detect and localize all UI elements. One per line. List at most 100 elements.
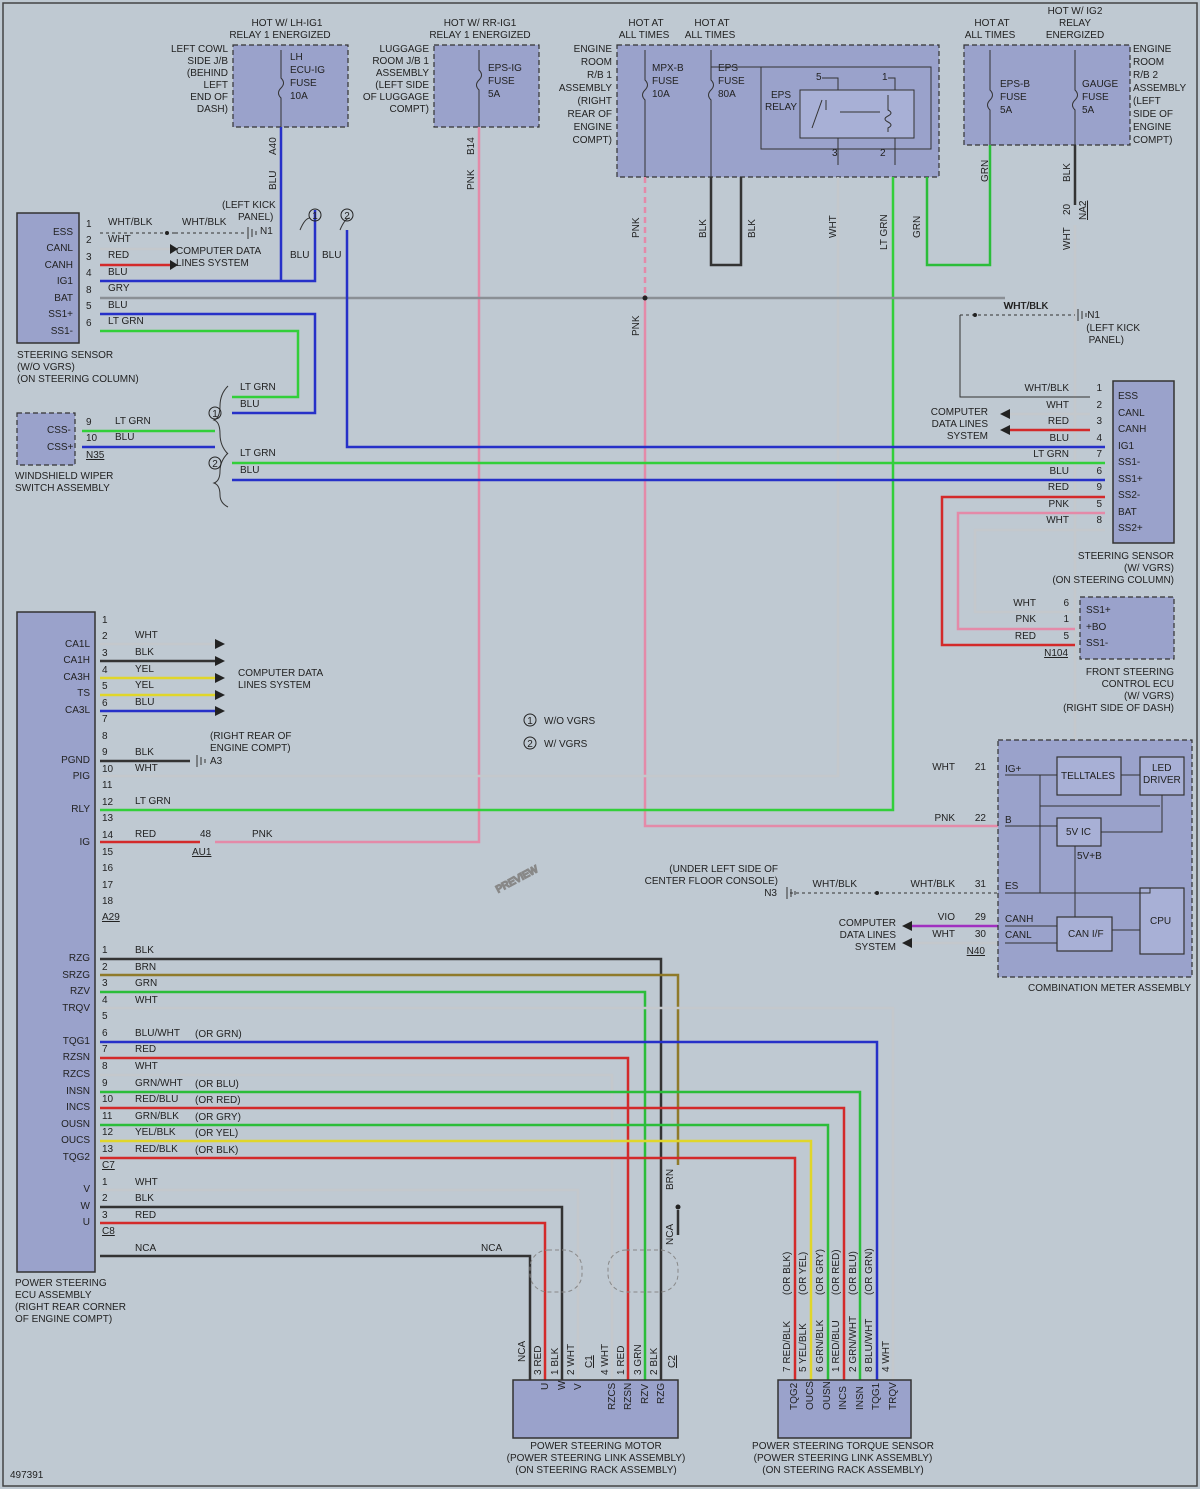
wire-color-label: BLU [240,465,259,476]
wire-trqv [100,1006,895,1380]
connector-label: N35 [86,450,105,461]
ps-ecu-c8: 1 2 3 C8 WHT BLK RED NCA NCA [102,1177,502,1254]
wire-eps-ltgrn [100,177,895,812]
pin-num: 3 [102,978,108,989]
lh-ig1-cond-label: RELAY 1 ENERGIZED [229,30,330,41]
wire-incs [100,1106,846,1380]
wire-alt-label: (OR GRN) [864,1248,875,1295]
torque-wire-labels: 7 RED/BLK 5 YEL/BLK 6 GRN/BLK 1 RED/BLU … [782,1248,892,1372]
jb-text: COMPT) [390,104,429,115]
pin-label: RZG [69,953,90,964]
fuse-label: 5A [1000,105,1013,116]
meter-pins: IG+ B ES CANH CANL TELLTALES LED DRIVER … [1005,763,1191,994]
wire-alt-label: (OR YEL) [798,1252,809,1295]
wire-color-label: WHT [1046,400,1069,411]
pin-num: 30 [975,929,987,940]
power-steering-motor-box [512,1379,679,1439]
ground-icon [1077,309,1087,321]
wire-color-label: WHT [828,215,839,238]
engine-rb2-label: ENGINE ROOM R/B 2 ASSEMBLY (LEFT SIDE OF… [1133,44,1186,146]
pin-num: 4 [86,268,92,279]
wire-color-label: 3 RED [533,1346,544,1375]
pin-num: 2 [102,1193,108,1204]
jb-text: R/B 1 [587,70,612,81]
pin-label: INCS [838,1386,849,1410]
jb-text: LUGGAGE [380,44,430,55]
data-lines-label: COMPUTER DATA [176,246,262,257]
pin-label: IG1 [57,276,74,287]
pin-num: 9 [102,1078,108,1089]
pin-label: W [557,1380,568,1390]
pin-num: 6 [102,698,108,709]
wire-color-label: VIO [938,912,955,923]
connector-label: N104 [1044,648,1068,659]
wire-mpx-pnk [643,295,1000,828]
pin-num: 2 [86,235,92,246]
wire-color-label: WHT [1046,515,1069,526]
component-name: (POWER STEERING LINK ASSEMBLY) [754,1453,933,1464]
wire-color-label: PNK [1048,499,1069,510]
pin-label: BAT [54,293,73,304]
block-label: CAN I/F [1068,929,1104,940]
wire-color-label: BLU/WHT [135,1028,180,1039]
wire-color-label: 5 YEL/BLK [798,1323,809,1372]
pin-label: CANH [1118,424,1146,435]
wire-ss2p-wht [973,528,1105,614]
arrow-icons [170,244,1010,948]
engine-rb1-label: ENGINE ROOM R/B 1 ASSEMBLY (RIGHT REAR O… [559,44,613,146]
shield-motor [529,1249,583,1293]
pin-num: 16 [102,863,114,874]
wire-rzg [100,957,663,1380]
wire-alt-label: (OR BLK) [195,1145,238,1156]
pin-num: 12 [102,797,114,808]
jb-text: COMPT) [1133,135,1172,146]
jb-text: (LEFT SIDE [375,80,429,91]
pin-label: SS1+ [1118,474,1143,485]
component-name: FRONT STEERING [1086,667,1174,678]
rr-ig1-hot-label: HOT W/ RR-IG1 [444,18,517,29]
pin-label: OUCS [805,1381,816,1410]
ps-ecu-name: POWER STEERING ECU ASSEMBLY (RIGHT REAR … [15,1278,126,1325]
pin-label: CA1L [65,639,90,650]
wire-color-label: RED [135,1210,156,1221]
pin-label: BAT [1118,507,1137,518]
location-label: (LEFT KICK [222,200,276,211]
fuse-label: FUSE [1082,92,1109,103]
wire-color-label: 3 GRN [633,1344,644,1375]
meter-nums: 21 22 31 29 30 WHT PNK WHT/BLK VIO WHT W… [645,762,987,957]
pin-num: 3 [1096,416,1102,427]
jb-text: OF LUGGAGE [363,92,429,103]
component-name: POWER STEERING [15,1278,107,1289]
pin-label: B [1005,815,1012,826]
block-label: LED [1152,763,1171,774]
fuse-label: 80A [718,89,736,100]
wire-color-label: LT GRN [115,416,151,427]
wire-color-label: WHT [135,630,158,641]
pin-label: TRQV [888,1382,899,1410]
fuse-icon [987,50,993,145]
component-name: SWITCH ASSEMBLY [15,483,110,494]
data-lines-label: COMPUTER DATA [238,668,324,679]
jb-text: DASH) [197,104,228,115]
pin-num: 2 [102,962,108,973]
pin-num: 15 [102,847,114,858]
fuse-label: EPS [718,63,738,74]
block-label: 5V+B [1077,851,1102,862]
pin-num: 2 [1096,400,1102,411]
location-label: (UNDER LEFT SIDE OF [669,864,778,875]
fuse-icon [476,50,482,127]
front-steering-ecu-box [1079,596,1175,660]
connector-label: N1 [1087,310,1100,321]
steering-sensor-w-pins: ESS CANL CANH IG1 SS1- SS1+ SS2- BAT SS2… [1118,391,1146,534]
pin-label: RZCS [63,1069,91,1080]
pin-label: RZV [640,1384,651,1404]
wire-color-label: BLU [135,697,154,708]
pin-label: SS1- [1086,638,1108,649]
wire-nca [100,1254,532,1380]
pin-label: IG [79,837,90,848]
wire-color-label: WHT/BLK [182,217,227,228]
pin-num: 12 [102,1127,114,1138]
wire-color-label: LT GRN [240,382,276,393]
ps-ecu-c7-pins: RZG SRZG RZV TRQV TQG1 RZSN RZCS INSN IN… [61,953,90,1163]
component-name: (W/ VGRS) [1124,563,1174,574]
